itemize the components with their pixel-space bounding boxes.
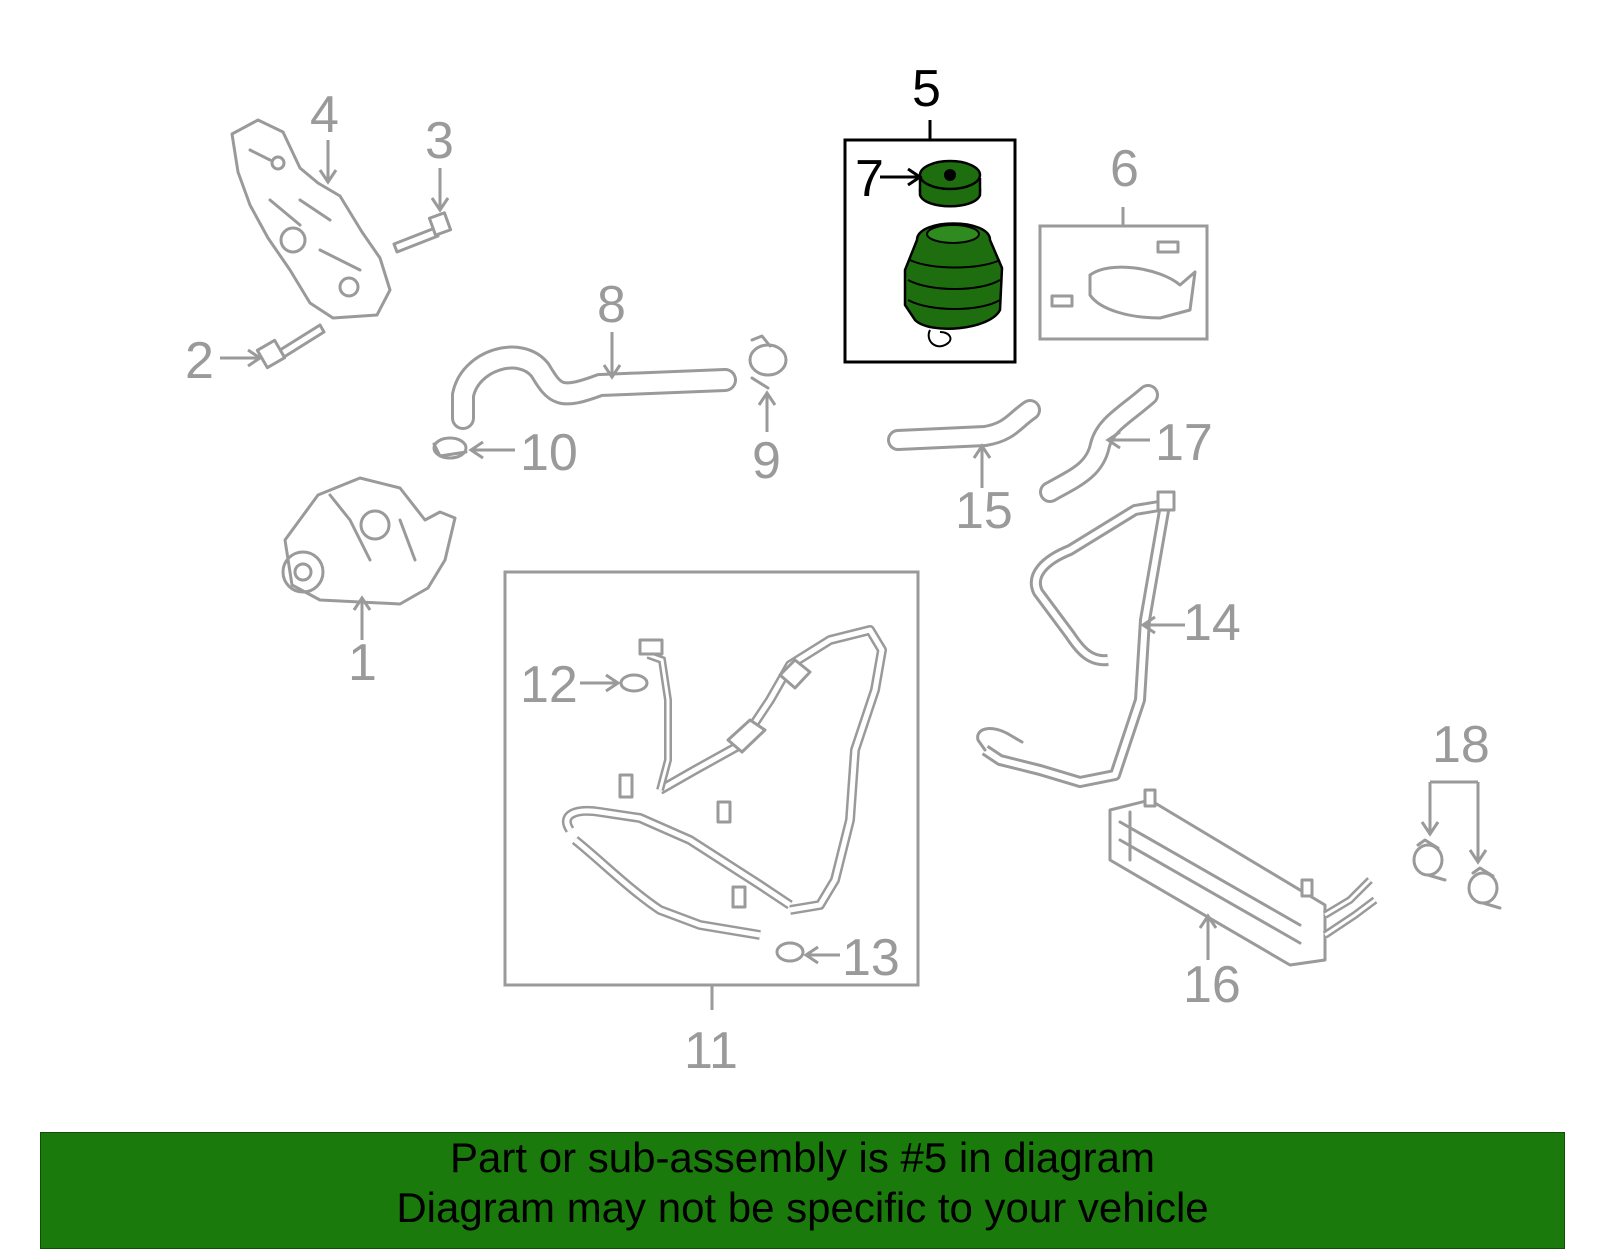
arrow-4 — [318, 140, 338, 185]
arrow-7 — [880, 167, 923, 187]
callout-17: 17 — [1155, 414, 1213, 472]
callout-10: 10 — [520, 424, 578, 482]
part-9-clamp[interactable] — [748, 334, 788, 390]
banner-line-1: Part or sub-assembly is #5 in diagram — [450, 1134, 1155, 1181]
callout-4: 4 — [310, 86, 339, 144]
arrow-15 — [972, 443, 992, 488]
arrow-14 — [1140, 615, 1185, 635]
callout-1: 1 — [348, 634, 377, 692]
arrow-16 — [1198, 913, 1218, 960]
banner-line-2: Diagram may not be specific to your vehi… — [396, 1184, 1209, 1231]
part-5-reservoir-assembly[interactable] — [843, 120, 1017, 364]
arrow-10 — [468, 440, 515, 460]
part-6-bracket-box[interactable] — [1038, 207, 1209, 341]
callout-5: 5 — [912, 60, 941, 118]
arrow-17 — [1105, 430, 1150, 450]
callout-3: 3 — [425, 112, 454, 170]
part-10-clamp[interactable] — [432, 436, 468, 460]
part-14-pressure-line[interactable] — [976, 490, 1176, 788]
part-4-bracket[interactable] — [230, 118, 392, 320]
arrow-2 — [220, 348, 263, 368]
arrow-9 — [757, 390, 777, 432]
callout-2: 2 — [185, 332, 214, 390]
arrow-3 — [430, 168, 450, 213]
part-16-oil-cooler[interactable] — [1108, 788, 1378, 967]
callout-6: 6 — [1110, 140, 1139, 198]
part-3-bolt[interactable] — [392, 211, 453, 254]
part-15-hose[interactable] — [887, 399, 1041, 451]
part-2-bolt[interactable] — [255, 323, 326, 370]
callout-13: 13 — [842, 929, 900, 987]
arrow-13 — [803, 945, 840, 965]
part-7-cap[interactable] — [918, 159, 982, 208]
arrow-12 — [580, 673, 621, 693]
callout-8: 8 — [597, 276, 626, 334]
part-12-o-ring[interactable] — [619, 673, 649, 693]
callout-7: 7 — [855, 150, 884, 208]
arrow-1 — [352, 595, 372, 640]
part-18-clamps[interactable] — [1412, 780, 1502, 910]
arrow-8 — [602, 332, 622, 380]
part-1-pump[interactable] — [281, 476, 457, 606]
callout-15: 15 — [955, 482, 1013, 540]
info-banner: Part or sub-assembly is #5 in diagram Di… — [40, 1132, 1565, 1249]
part-17-hose[interactable] — [1039, 384, 1159, 503]
callout-11: 11 — [684, 1022, 738, 1080]
callout-16: 16 — [1183, 956, 1241, 1014]
callout-9: 9 — [752, 432, 781, 490]
part-11-hose-assembly-box[interactable] — [503, 570, 920, 1010]
part-13-o-ring[interactable] — [775, 941, 805, 963]
callout-18: 18 — [1432, 716, 1490, 774]
part-8-hose[interactable] — [451, 345, 737, 430]
callout-14: 14 — [1183, 594, 1241, 652]
callout-12: 12 — [520, 656, 578, 714]
